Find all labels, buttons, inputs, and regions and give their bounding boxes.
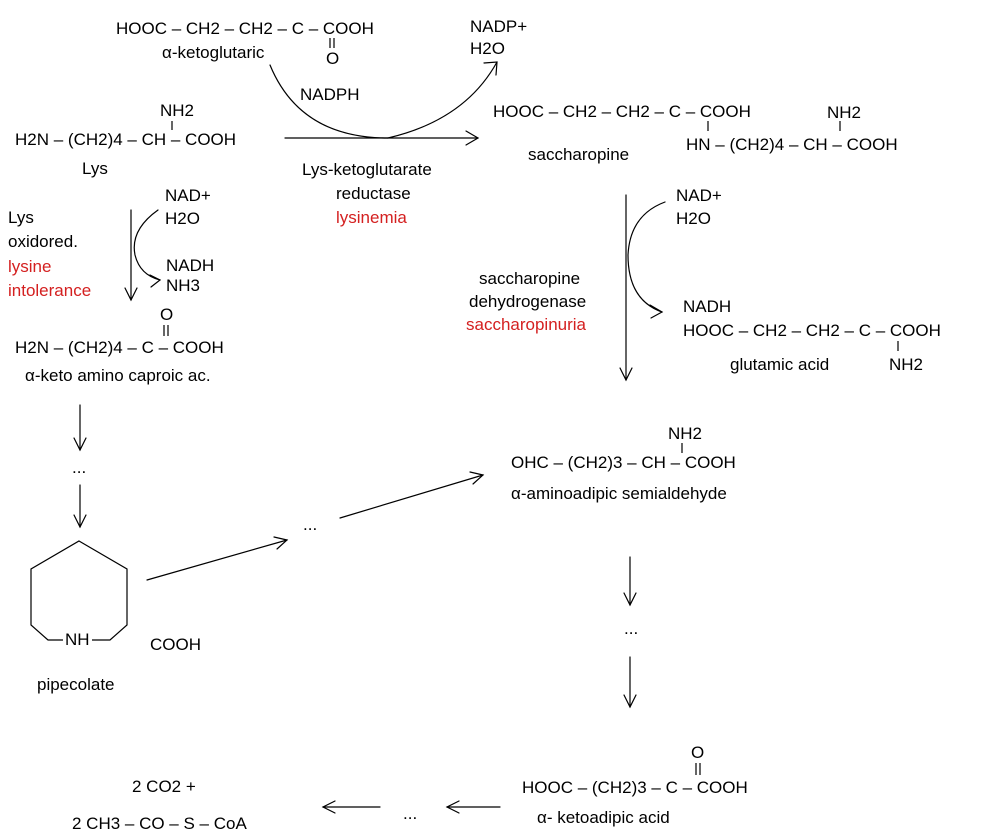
to-semialdehyde-arrow — [339, 474, 484, 519]
lysine-intolerance-line1: lysine — [8, 257, 52, 276]
glutamic-acid-nh2: NH2 — [889, 355, 924, 374]
pipecolate-arrow — [146, 539, 288, 581]
lysinemia-label: lysinemia — [336, 208, 407, 227]
glutamic-acid-label: glutamic acid — [730, 355, 830, 374]
h2o-top-label: H2O — [470, 39, 505, 58]
left-nadh: NADH — [166, 256, 215, 275]
right-nad-curve — [627, 201, 666, 313]
left-nh3: NH3 — [166, 276, 201, 295]
left-h2o: H2O — [165, 209, 200, 228]
right-nad-plus: NAD+ — [676, 186, 722, 205]
lys-oxidored-line1: Lys — [8, 208, 34, 227]
lkr-enzyme-line2: reductase — [336, 184, 411, 203]
ellipsis-middle: ... — [303, 515, 318, 534]
ketocaproic-label: α-keto amino caproic ac. — [25, 366, 211, 385]
pipecolate-nh: NH — [63, 630, 92, 649]
lys-label: Lys — [82, 159, 108, 178]
ellipsis-right: ... — [624, 619, 639, 638]
pipecolate-ring — [30, 540, 128, 641]
lys-oxidored-line2: oxidored. — [8, 232, 78, 251]
nadp-output-curve — [387, 61, 498, 139]
left-nad-plus: NAD+ — [165, 186, 211, 205]
alpha-ketoglutaric-oxo: O — [326, 49, 340, 68]
lkr-enzyme-line1: Lys-ketoglutarate — [302, 160, 432, 179]
saccharopine-nh2: NH2 — [827, 103, 862, 122]
saccharopine-label: saccharopine — [528, 145, 630, 164]
ketoadipic-oxo: O — [691, 743, 705, 762]
saccharopine-formula-top: HOOC – CH2 – CH2 – C – COOH — [493, 102, 751, 121]
lys-formula: H2N – (CH2)4 – CH – COOH — [15, 130, 237, 149]
right-h2o: H2O — [676, 209, 711, 228]
nadph-label: NADPH — [300, 85, 360, 104]
glutamic-acid-formula: HOOC – CH2 – CH2 – C – COOH — [683, 321, 941, 340]
saccharopinuria-label: saccharopinuria — [466, 315, 587, 334]
ketocaproic-formula: H2N – (CH2)4 – C – COOH — [15, 338, 224, 357]
saccharopine-formula-bottom: HN – (CH2)4 – CH – COOH — [686, 135, 898, 154]
pipecolate-label: pipecolate — [37, 675, 115, 694]
sdh-enzyme-line1: saccharopine — [479, 269, 581, 288]
ketoadipic-formula: HOOC – (CH2)3 – C – COOH — [522, 778, 748, 797]
ellipsis-bottom: ... — [403, 804, 418, 823]
pipecolate-cooh: COOH — [150, 635, 201, 654]
ellipsis-left: ... — [72, 458, 87, 477]
semialdehyde-label: α-aminoadipic semialdehyde — [511, 484, 727, 503]
lysine-intolerance-line2: intolerance — [8, 281, 92, 300]
semialdehyde-nh2: NH2 — [668, 424, 703, 443]
right-nadh: NADH — [683, 297, 732, 316]
left-nad-curve — [133, 209, 161, 281]
ketocaproic-oxo: O — [160, 305, 174, 324]
alpha-ketoglutaric-label: α-ketoglutaric — [162, 43, 265, 62]
nadp-plus-label: NADP+ — [470, 17, 528, 36]
ketoglutaric-input-curve — [269, 64, 389, 139]
semialdehyde-formula: OHC – (CH2)3 – CH – COOH — [511, 453, 736, 472]
lys-nh2: NH2 — [160, 101, 195, 120]
products-line2: 2 CH3 – CO – S – CoA — [72, 814, 247, 833]
ketoadipic-label: α- ketoadipic acid — [537, 808, 670, 827]
alpha-ketoglutaric-formula: HOOC – CH2 – CH2 – C – COOH — [116, 19, 374, 38]
sdh-enzyme-line2: dehydrogenase — [469, 292, 587, 311]
products-line1: 2 CO2 + — [132, 777, 196, 796]
